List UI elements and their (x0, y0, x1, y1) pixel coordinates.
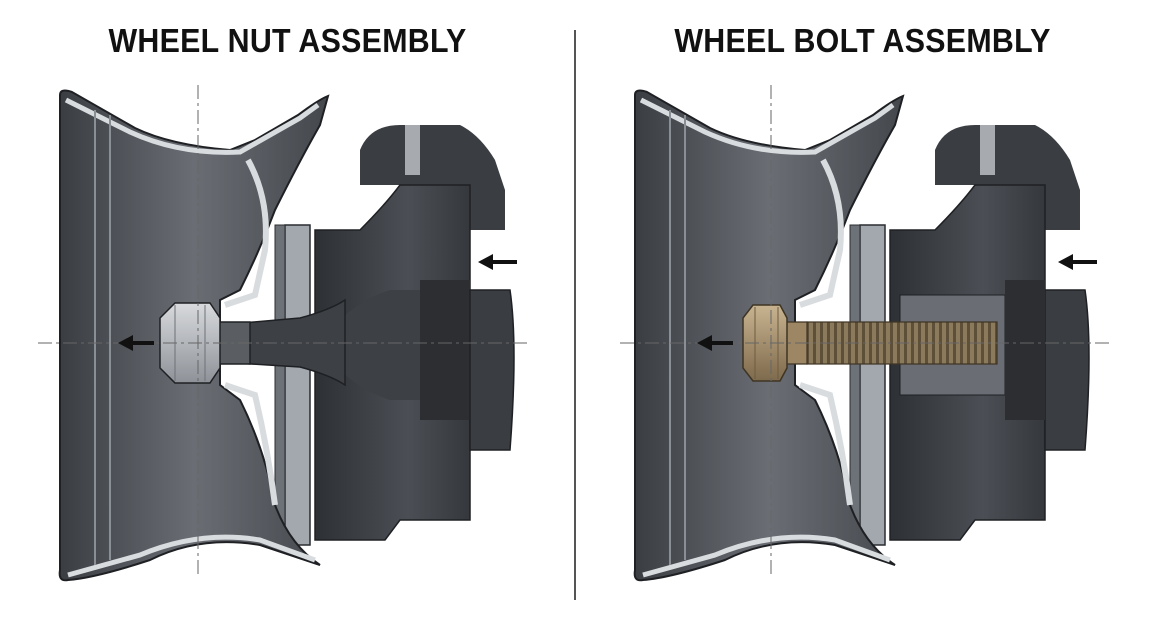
arrow-icon (697, 254, 1097, 351)
hub-assembly (314, 184, 515, 541)
wheel-bolt-diagram (620, 85, 1110, 582)
wheel-bolt-panel: WHEEL BOLT ASSEMBLY (575, 0, 1150, 627)
panel-divider (574, 30, 576, 600)
brake-caliper (935, 125, 1080, 230)
wheel-nut-panel: WHEEL NUT ASSEMBLY (38, 22, 528, 582)
brake-caliper (360, 125, 505, 230)
brake-rotor (274, 224, 311, 546)
arrow-icon (118, 254, 517, 351)
wheel-bolt-title: WHEEL BOLT ASSEMBLY (674, 22, 1051, 59)
wheel-nut-title: WHEEL NUT ASSEMBLY (108, 22, 467, 59)
brake-rotor (849, 224, 886, 546)
wheel-nut-diagram (38, 85, 528, 582)
